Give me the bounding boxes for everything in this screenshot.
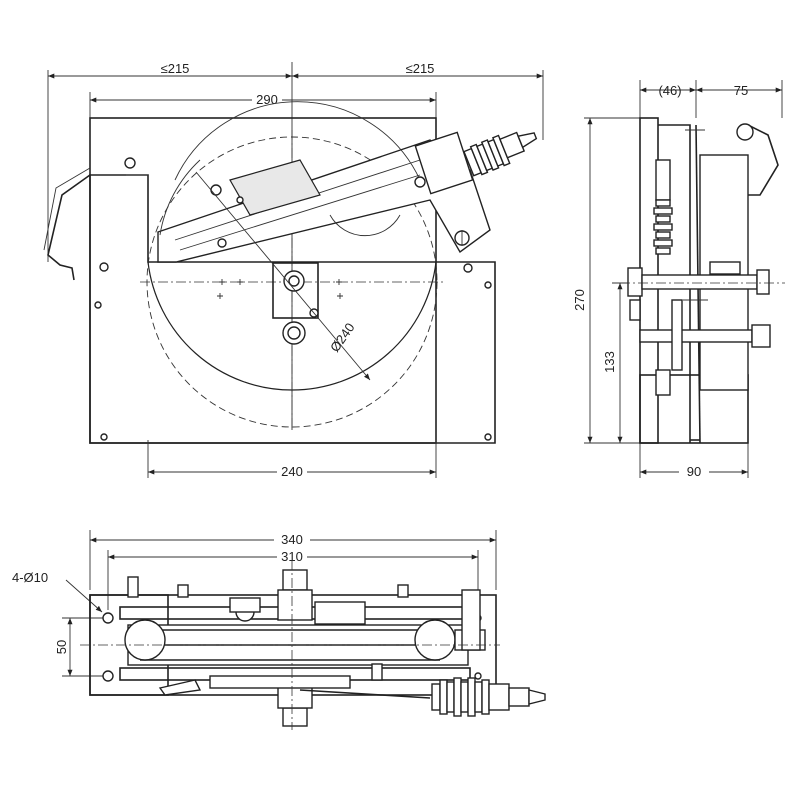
side-spring [653,199,673,255]
dim-240: 240 [147,440,437,479]
dim-side-base-label: 90 [687,464,701,479]
mount-hole [102,670,114,682]
cam-block [229,159,321,216]
dim-hole-spec: 4-Ø10 [12,570,103,613]
dim-diameter-label: Ø240 [327,320,358,355]
dim-290: 290 [89,92,437,120]
dim-base-label: 240 [281,464,303,479]
top-bolts [127,569,409,727]
dim-offset-label: (46) [658,83,681,98]
top-view: 340 310 4-Ø10 50 [12,530,546,730]
dim-90: 90 [639,443,749,479]
top-spring [431,677,546,717]
dim-depth-label: 75 [734,83,748,98]
dim-left-top-label: ≤215 [161,61,190,76]
hub-bracket [272,262,319,319]
roller-right [414,619,456,661]
dim-46-75: (46) 75 [639,80,783,118]
dim-270: 270 [572,117,645,444]
dim-50: 50 [54,617,108,677]
front-view: ≤215 ≤215 290 [43,61,544,479]
left-bracket [47,174,91,281]
dim-width-label: 290 [256,92,278,107]
dim-height-label: 270 [572,289,587,311]
mark-points [217,279,343,299]
side-view: (46) 75 270 133 [572,80,785,479]
pivot-bolt [124,157,136,169]
spring-housing [414,131,474,195]
dim-total-label: 340 [281,532,303,547]
dim-holes-pitch-label: 50 [54,640,69,654]
dim-axis-height-label: 133 [602,351,617,373]
spring-coil [463,131,538,177]
side-base [639,374,749,444]
dim-hole-spec-label: 4-Ø10 [12,570,48,585]
dim-340: 340 [89,530,497,590]
side-bolts [627,159,771,396]
dim-holes-span-label: 310 [281,549,303,564]
side-top-bracket [747,124,779,196]
release-lever [158,679,202,696]
roller-left [124,619,166,661]
plate-bolts [94,262,492,441]
mount-hole [102,612,114,624]
dim-right-top-label: ≤215 [406,61,435,76]
dim-310: 310 [107,549,479,610]
